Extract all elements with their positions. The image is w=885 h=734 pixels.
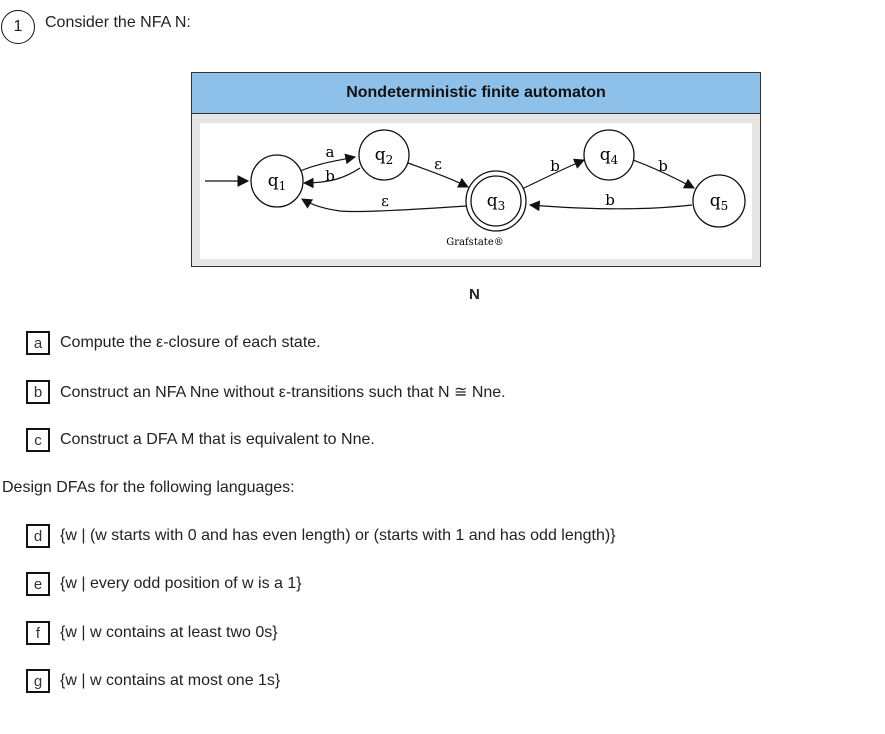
- label-q2-q3: ε: [434, 155, 442, 173]
- task-letter-box: d: [26, 524, 50, 548]
- edge-q3-q1: [301, 198, 467, 213]
- edge-q2-q3: [407, 162, 469, 188]
- language-g: g {w | w contains at most one 1s}: [26, 669, 280, 693]
- language-e: e {w | every odd position of w is a 1}: [26, 572, 302, 596]
- section-heading: Design DFAs for the following languages:: [2, 479, 295, 496]
- label-q5-q3: b: [605, 191, 615, 209]
- svg-text:q2: q2: [375, 145, 394, 167]
- task-letter-box: f: [26, 621, 50, 645]
- task-text: Construct an NFA Nne without ε-transitio…: [60, 384, 506, 401]
- problem-number: 1: [1, 10, 35, 44]
- label-q3-q4: b: [550, 157, 560, 175]
- svg-text:q5: q5: [710, 191, 729, 213]
- edge-q1-q2: [299, 153, 357, 172]
- language-text: {w | w contains at most one 1s}: [60, 672, 281, 689]
- state-q5: q5: [692, 174, 746, 228]
- language-d: d {w | (w starts with 0 and has even len…: [26, 524, 616, 548]
- automaton-canvas: q1 q2 q3 q4 q5 a b ε ε: [200, 123, 752, 259]
- state-q1: q1: [250, 154, 304, 208]
- svg-text:q3: q3: [487, 191, 506, 213]
- task-text: Compute the ε-closure of each state.: [60, 334, 321, 351]
- svg-text:q1: q1: [268, 171, 287, 193]
- problem-intro: Consider the NFA N:: [45, 14, 191, 31]
- state-q3-accepting: q3: [465, 170, 527, 232]
- grafstate-watermark: Grafstate®: [446, 237, 503, 248]
- language-text: {w | (w starts with 0 and has even lengt…: [60, 527, 616, 544]
- state-q2: q2: [358, 129, 410, 181]
- edge-q5-q3: [528, 200, 693, 212]
- label-q4-q5: b: [658, 157, 668, 175]
- language-f: f {w | w contains at least two 0s}: [26, 621, 278, 645]
- figure-caption: N: [469, 286, 480, 303]
- nfa-figure: Nondeterministic finite automaton q1: [191, 72, 761, 267]
- task-letter-box: c: [26, 428, 50, 452]
- automaton-diagram: q1 q2 q3 q4 q5 a b ε ε: [205, 129, 746, 248]
- task-letter-box: g: [26, 669, 50, 693]
- task-letter-box: a: [26, 331, 50, 355]
- state-q4: q4: [583, 129, 635, 181]
- task-b: b Construct an NFA Nne without ε-transit…: [26, 380, 506, 404]
- edge-q3-q4: [521, 158, 585, 190]
- label-q2-q1: b: [325, 167, 335, 185]
- task-letter-box: e: [26, 572, 50, 596]
- task-a: a Compute the ε-closure of each state.: [26, 331, 321, 355]
- figure-title: Nondeterministic finite automaton: [192, 73, 760, 114]
- label-q1-q2: a: [326, 143, 335, 161]
- task-text: Construct a DFA M that is equivalent to …: [60, 431, 375, 448]
- svg-text:q4: q4: [600, 145, 619, 167]
- label-q3-q1: ε: [381, 192, 389, 210]
- task-c: c Construct a DFA M that is equivalent t…: [26, 428, 375, 452]
- language-text: {w | w contains at least two 0s}: [60, 624, 278, 641]
- edge-q4-q5: [632, 159, 695, 189]
- task-letter-box: b: [26, 380, 50, 404]
- language-text: {w | every odd position of w is a 1}: [60, 575, 302, 592]
- edge-q2-q1: [302, 167, 361, 189]
